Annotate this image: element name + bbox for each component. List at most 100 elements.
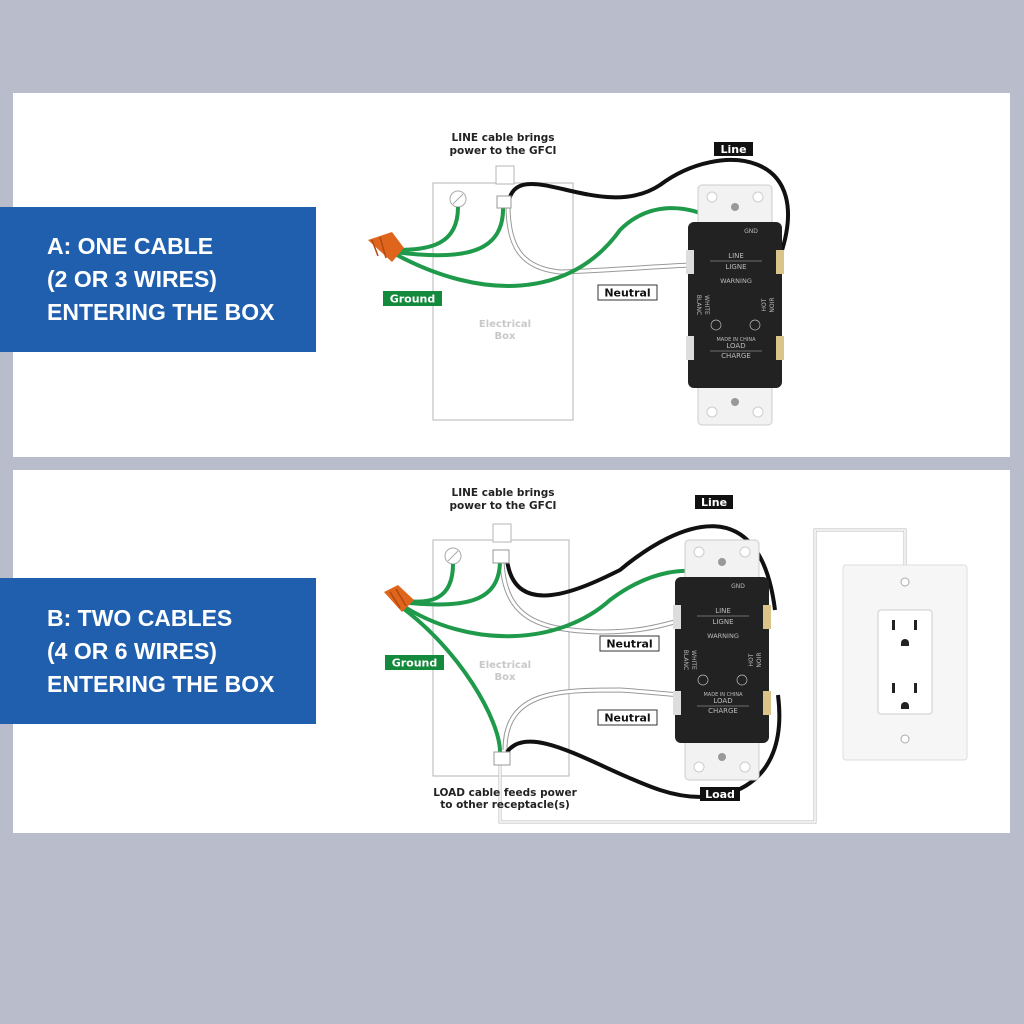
strap-hole [693,546,705,558]
terminal-screw-icon [686,250,694,274]
gfci-hot-label: HOT [761,298,768,311]
line-hot-wire-a [506,158,791,263]
banner-b-line-2: (4 OR 6 WIRES) [47,637,217,664]
box-label-b-1: Electrical [479,660,531,671]
gfci-gnd-label: GND [731,583,745,590]
strap-hole [693,761,705,773]
strap-hole [739,546,751,558]
diagram-a: LINE cable brings power to the GFCI Elec… [368,132,791,426]
gfci-charge-label: CHARGE [708,707,738,715]
load-note-b-1: LOAD cable feeds power [433,787,577,799]
load-note-b-2: to other receptacle(s) [440,799,570,811]
gfci-ligne-label: LIGNE [725,263,746,271]
mounting-screw-icon [731,203,739,211]
gfci-blanc-label: BLANC [682,650,689,670]
neutral-tag-a-text: Neutral [604,287,650,300]
gfci-body [675,577,769,743]
outlet-bottom-icon [892,683,917,709]
gfci-white-label: WHITE [703,295,710,315]
cable-stub-b [492,523,512,543]
neutral-tag-b-line [599,635,660,652]
strap-hole [706,191,718,203]
neutral-tag-a [597,284,658,301]
gfci-ligne-label: LIGNE [712,618,733,626]
gfci-warning-label: WARNING [720,277,752,285]
gfci-gnd-label: GND [744,228,758,235]
gfci-body [688,222,782,388]
downstream-receptacle [842,564,968,761]
outlet-top-icon [892,620,917,646]
line-tag-b [695,495,733,509]
load-tag-b-text: Load [705,788,735,801]
gfci-noir-label: NOIR [769,297,776,312]
gfci-line-label: LINE [715,607,731,615]
mounting-screw-icon [718,558,726,566]
box-label-a-1: Electrical [479,319,531,330]
terminal-screw-icon [673,691,681,715]
terminal-screw-icon [686,336,694,360]
banner-b-line-3: ENTERING THE BOX [47,670,275,697]
mounting-screw-icon [718,753,726,761]
cul-mark-icon [710,319,722,331]
cable-clamp-a [496,195,512,209]
banner-a-line-3: ENTERING THE BOX [47,299,275,325]
gfci-load-label: LOAD [726,342,745,350]
strap-hole [752,191,764,203]
line-note-a-2: power to the GFCI [450,145,557,157]
line-note-a-1: LINE cable brings [452,132,555,144]
gfci-load-label: LOAD [713,697,732,705]
gfci-hot-label: HOT [748,653,755,666]
mounting-screw-icon [731,398,739,406]
banner-b-line-1: B: TWO CABLES [47,604,233,631]
gfci-white-label: WHITE [690,650,697,670]
line-tag-b-text: Line [701,496,727,509]
neutral-tag-b-load [597,709,658,726]
line-note-b-2: power to the GFCI [450,500,557,512]
gfci-made-in-label: MADE IN CHINA [703,692,743,698]
gfci-noir-label: NOIR [756,652,763,667]
line-tag-a-text: Line [720,143,746,156]
strap-hole [706,406,718,418]
ul-mark-icon [736,674,748,686]
box-label-b-2: Box [495,672,516,683]
strap-hole [752,406,764,418]
gfci-line-label: LINE [728,252,744,260]
gfci-charge-label: CHARGE [721,352,751,360]
wire-nut-icon [384,585,414,612]
banner-a-line-1: A: ONE CABLE [47,233,214,259]
gfci-warning-label: WARNING [707,632,739,640]
ground-tag-b [385,655,444,670]
ground-tag-a-text: Ground [390,293,436,306]
ul-mark-icon [749,319,761,331]
load-hot-wire-b [505,694,782,799]
cable-stub-a [495,165,515,185]
gfci-blanc-label: BLANC [695,295,702,315]
terminal-screw-icon [776,336,784,360]
ground-wires-a [394,204,717,288]
terminal-screw-icon [776,250,784,274]
ground-tag-a [383,291,442,306]
line-neutral-wire-a [506,204,693,274]
terminal-screw-icon [673,605,681,629]
wire-nut-icon [368,232,404,262]
gfci-made-in-label: MADE IN CHINA [716,337,756,343]
load-neutral-wire-b [503,688,683,751]
cul-mark-icon [697,674,709,686]
ground-tag-b-text: Ground [392,657,438,670]
banner-a: A: ONE CABLE (2 OR 3 WIRES) ENTERING THE… [0,207,316,352]
line-neutral-wire-b [500,561,683,634]
diagram-b: LINE cable brings power to the GFCI Elec… [384,487,968,824]
strap-hole [739,761,751,773]
terminal-screw-icon [763,605,771,629]
banner-a-line-2: (2 OR 3 WIRES) [47,266,217,292]
box-label-a-2: Box [495,331,516,342]
line-tag-a [714,142,753,156]
neutral-tag-b-line-text: Neutral [606,638,652,651]
neutral-tag-b-load-text: Neutral [604,712,650,725]
banner-b: B: TWO CABLES (4 OR 6 WIRES) ENTERING TH… [0,578,316,724]
load-tag-b [700,787,740,801]
cable-clamp-b-line [492,549,510,564]
